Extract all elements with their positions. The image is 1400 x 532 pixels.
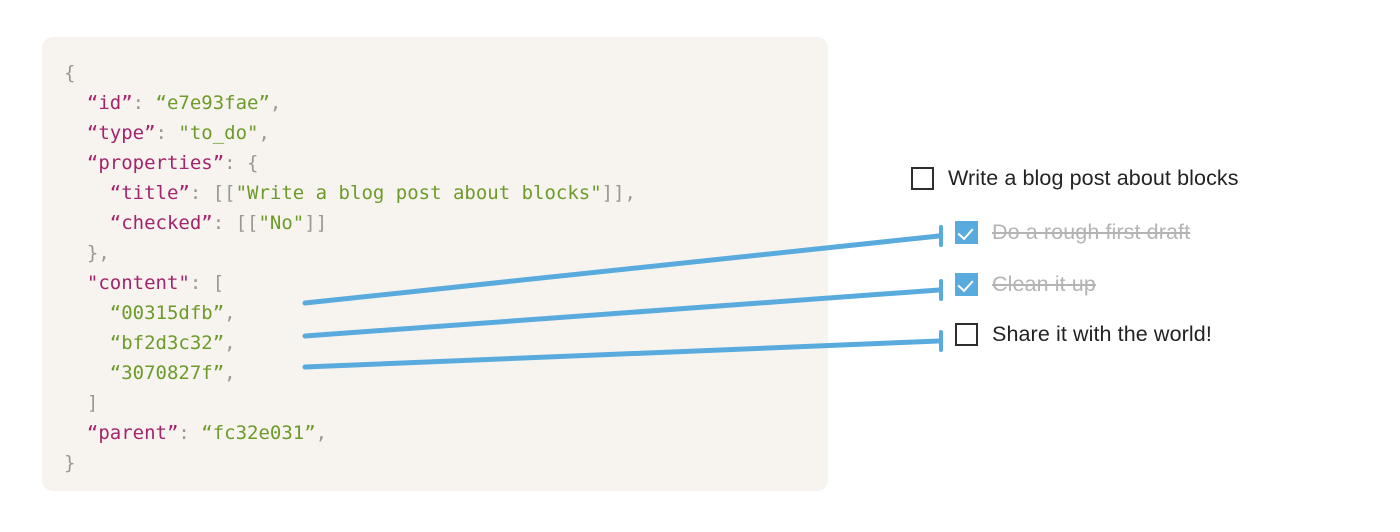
code-token-key: “properties” xyxy=(64,152,225,174)
code-token-key: “type” xyxy=(64,122,156,144)
code-token-punc: ]] xyxy=(304,212,328,234)
code-line: } xyxy=(64,448,636,478)
json-code-block: { “id”: “e7e93fae”, “type”: "to_do", “pr… xyxy=(64,58,636,478)
code-line: "content": [ xyxy=(64,268,636,298)
code-token-punc: : xyxy=(178,422,202,444)
checklist-item[interactable]: Share it with the world! xyxy=(955,319,1212,349)
checklist-item-label[interactable]: Share it with the world! xyxy=(992,321,1212,346)
code-token-key: “id” xyxy=(64,92,133,114)
code-token-key: "content" xyxy=(64,272,190,294)
checkbox-checked-icon[interactable] xyxy=(955,272,978,296)
code-token-punc: : [[ xyxy=(189,182,236,204)
code-token-str: “fc32e031” xyxy=(201,422,316,444)
code-line: “00315dfb”, xyxy=(64,298,636,328)
code-token-punc: : [ xyxy=(189,272,225,294)
checkbox-unchecked-icon[interactable] xyxy=(911,166,934,190)
code-token-punc: , xyxy=(269,92,282,114)
code-token-str: “00315dfb” xyxy=(64,302,225,324)
checklist-item[interactable]: Clean it up xyxy=(955,269,1096,299)
checklist-item[interactable]: Write a blog post about blocks xyxy=(911,163,1239,193)
code-line: “id”: “e7e93fae”, xyxy=(64,88,636,118)
code-line: “bf2d3c32”, xyxy=(64,328,636,358)
code-line: ] xyxy=(64,388,636,418)
code-token-punc: : xyxy=(132,92,156,114)
checklist-item-label[interactable]: Do a rough first draft xyxy=(992,219,1191,244)
code-token-punc: , xyxy=(258,122,270,144)
code-line: }, xyxy=(64,238,636,268)
code-line: “parent”: “fc32e031”, xyxy=(64,418,636,448)
code-token-punc: : xyxy=(155,122,179,144)
code-line: “title”: [["Write a blog post about bloc… xyxy=(64,178,636,208)
code-token-punc: ]], xyxy=(601,182,636,204)
code-token-punc: , xyxy=(315,422,328,444)
code-token-punc: : [[ xyxy=(212,212,259,234)
checkbox-checked-icon[interactable] xyxy=(955,220,978,244)
code-line: { xyxy=(64,58,636,88)
code-token-punc: , xyxy=(224,332,236,354)
checklist-item-label[interactable]: Clean it up xyxy=(992,271,1096,296)
code-token-punc: { xyxy=(64,62,76,84)
code-token-punc: ] xyxy=(64,392,99,414)
json-code-panel: { “id”: “e7e93fae”, “type”: "to_do", “pr… xyxy=(42,37,828,491)
code-token-str: "to_do" xyxy=(178,122,259,144)
code-token-punc: : { xyxy=(224,152,259,174)
code-line: “type”: "to_do", xyxy=(64,118,636,148)
code-line: “3070827f”, xyxy=(64,358,636,388)
code-token-str: “bf2d3c32” xyxy=(64,332,225,354)
code-token-str: “3070827f” xyxy=(64,362,225,384)
code-token-punc: }, xyxy=(64,242,110,264)
code-line: “properties”: { xyxy=(64,148,636,178)
code-token-key: “parent” xyxy=(64,422,179,444)
code-token-key: “title” xyxy=(64,182,190,204)
code-token-punc: , xyxy=(224,362,236,384)
checklist-item[interactable]: Do a rough first draft xyxy=(955,217,1190,247)
checklist-item-label[interactable]: Write a blog post about blocks xyxy=(948,165,1239,190)
checkbox-unchecked-icon[interactable] xyxy=(955,322,978,346)
code-token-str: "Write a blog post about blocks" xyxy=(235,182,602,204)
code-token-punc: } xyxy=(64,452,76,474)
code-token-punc: , xyxy=(224,302,236,324)
code-token-str: "No" xyxy=(258,212,305,234)
code-token-key: “checked” xyxy=(64,212,213,234)
code-line: “checked”: [["No"]] xyxy=(64,208,636,238)
code-token-str: “e7e93fae” xyxy=(155,92,270,114)
